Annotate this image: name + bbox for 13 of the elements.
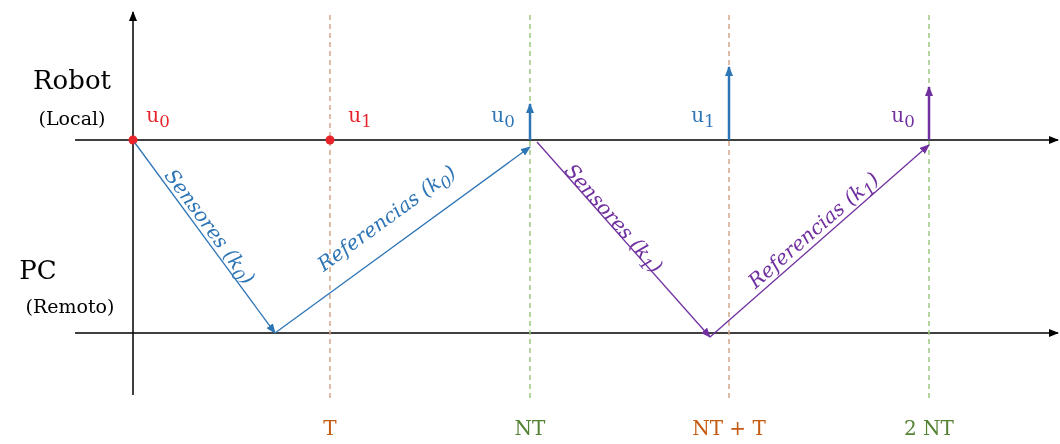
time-label: NT <box>514 417 546 439</box>
signal-label: u$_{0}$ <box>491 104 515 132</box>
row-heading: Robot <box>33 65 111 95</box>
row-subheading: (Local) <box>38 107 106 129</box>
signal-label: u$_{0}$ <box>891 104 915 132</box>
row-subheading: (Remoto) <box>25 295 115 317</box>
time-label: T <box>323 417 337 439</box>
signal-label: u$_{1}$ <box>691 104 715 132</box>
time-label: NT + T <box>692 417 766 439</box>
signal-label: u$_{1}$ <box>348 104 372 132</box>
row-heading: PC <box>19 255 57 285</box>
signal-label: u$_{0}$ <box>146 104 170 132</box>
time-label: 2 NT <box>904 417 954 439</box>
